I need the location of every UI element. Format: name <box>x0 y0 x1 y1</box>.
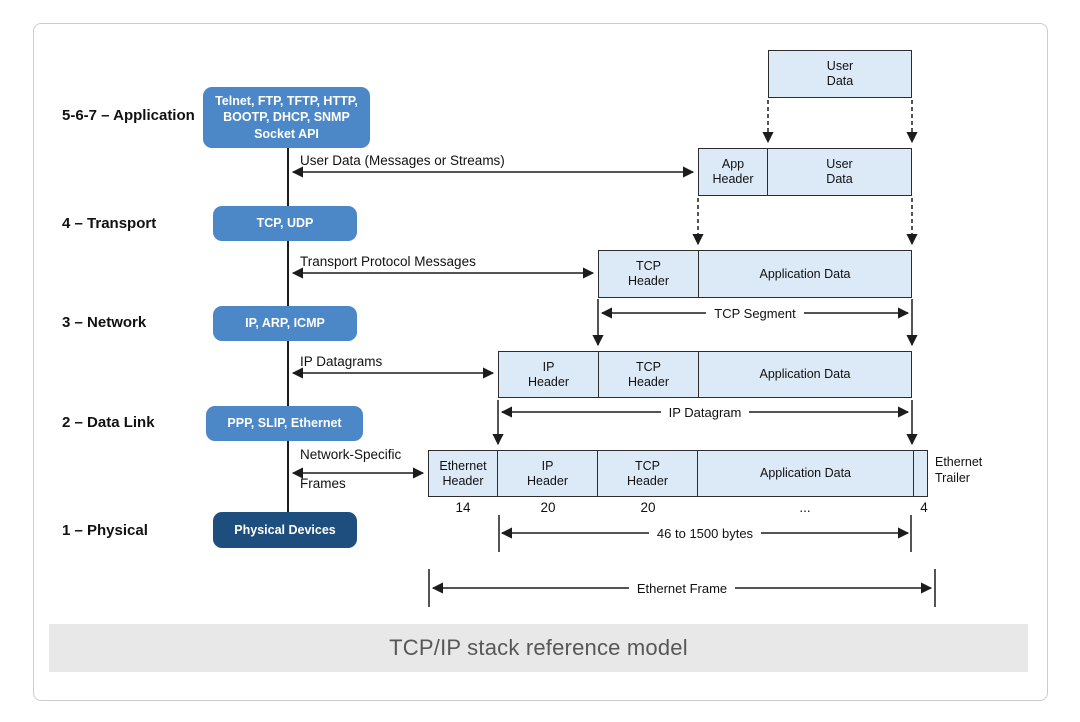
encap-cell-tcp-header: TCP Header <box>598 352 698 397</box>
byte-size-trailer: 4 <box>920 500 928 515</box>
layer-label-physical: 1 – Physical <box>62 522 148 539</box>
encap-cell-application-data: Application Data <box>698 352 911 397</box>
encap-row-user-data: User Data <box>768 50 912 98</box>
encap-cell-tcp-header: TCP Header <box>628 259 669 288</box>
layer-label-datalink: 2 – Data Link <box>62 414 155 431</box>
caption-bar: TCP/IP stack reference model <box>49 624 1028 672</box>
layer-label-transport: 4 – Transport <box>62 215 157 232</box>
payload-dimension-label: 46 to 1500 bytes <box>498 526 912 541</box>
encap-cell-tcp-header: TCP Header <box>597 451 697 496</box>
protocol-box-network: IP, ARP, ICMP <box>213 306 357 341</box>
protocol-box-application: Telnet, FTP, TFTP, HTTP, BOOTP, DHCP, SN… <box>203 87 370 148</box>
encap-cell-user-data: User Data <box>767 149 911 195</box>
tcp-segment-dimension-label: TCP Segment <box>598 306 912 321</box>
ethernet-frame-dimension-label: Ethernet Frame <box>428 581 936 596</box>
ethernet-trailer-label: Ethernet Trailer <box>935 455 983 485</box>
encap-cell-ip-header: IP Header <box>497 451 597 496</box>
encap-row-app-message: App Header User Data <box>698 148 912 196</box>
user-data-arrow-label: User Data (Messages or Streams) <box>300 153 505 168</box>
encap-cell-user-data: User Data <box>826 59 854 88</box>
encap-cell-application-data: Application Data <box>697 451 913 496</box>
encap-row-ethernet-frame: Ethernet Header IP Header TCP Header App… <box>428 450 928 497</box>
encap-cell-ethernet-header: Ethernet Header <box>439 458 487 488</box>
encap-cell-app-header: App Header <box>712 157 754 186</box>
ip-datagram-dimension-label: IP Datagram <box>498 405 912 420</box>
byte-size-tcp-header: 20 <box>640 500 656 515</box>
network-frames-arrow-label-line2: Frames <box>300 476 346 491</box>
protocol-box-datalink: PPP, SLIP, Ethernet <box>206 406 363 441</box>
encap-cell-application-data: Application Data <box>698 251 911 297</box>
layer-label-application: 5-6-7 – Application <box>62 107 195 124</box>
tcp-segment-dimension-text: TCP Segment <box>706 306 804 321</box>
ip-datagram-dimension-text: IP Datagram <box>660 405 750 420</box>
byte-size-application-data: ... <box>799 500 811 515</box>
caption-text: TCP/IP stack reference model <box>389 635 688 660</box>
transport-messages-arrow-label: Transport Protocol Messages <box>300 254 476 269</box>
layer-label-network: 3 – Network <box>62 314 147 331</box>
encap-cell-ip-header: IP Header <box>528 359 569 389</box>
payload-dimension-text: 46 to 1500 bytes <box>648 526 762 541</box>
byte-size-ethernet-header: 14 <box>455 500 471 515</box>
encap-row-tcp-segment: TCP Header Application Data <box>598 250 912 298</box>
ethernet-frame-dimension-text: Ethernet Frame <box>628 581 736 596</box>
byte-size-ip-header: 20 <box>540 500 556 515</box>
network-frames-arrow-label-line1: Network-Specific <box>300 447 402 462</box>
protocol-box-physical: Physical Devices <box>213 512 357 548</box>
ip-datagrams-arrow-label: IP Datagrams <box>300 354 383 369</box>
encap-row-ip-datagram: IP Header TCP Header Application Data <box>498 351 912 398</box>
protocol-box-transport: TCP, UDP <box>213 206 357 241</box>
encap-cell-ethernet-trailer <box>913 451 927 496</box>
